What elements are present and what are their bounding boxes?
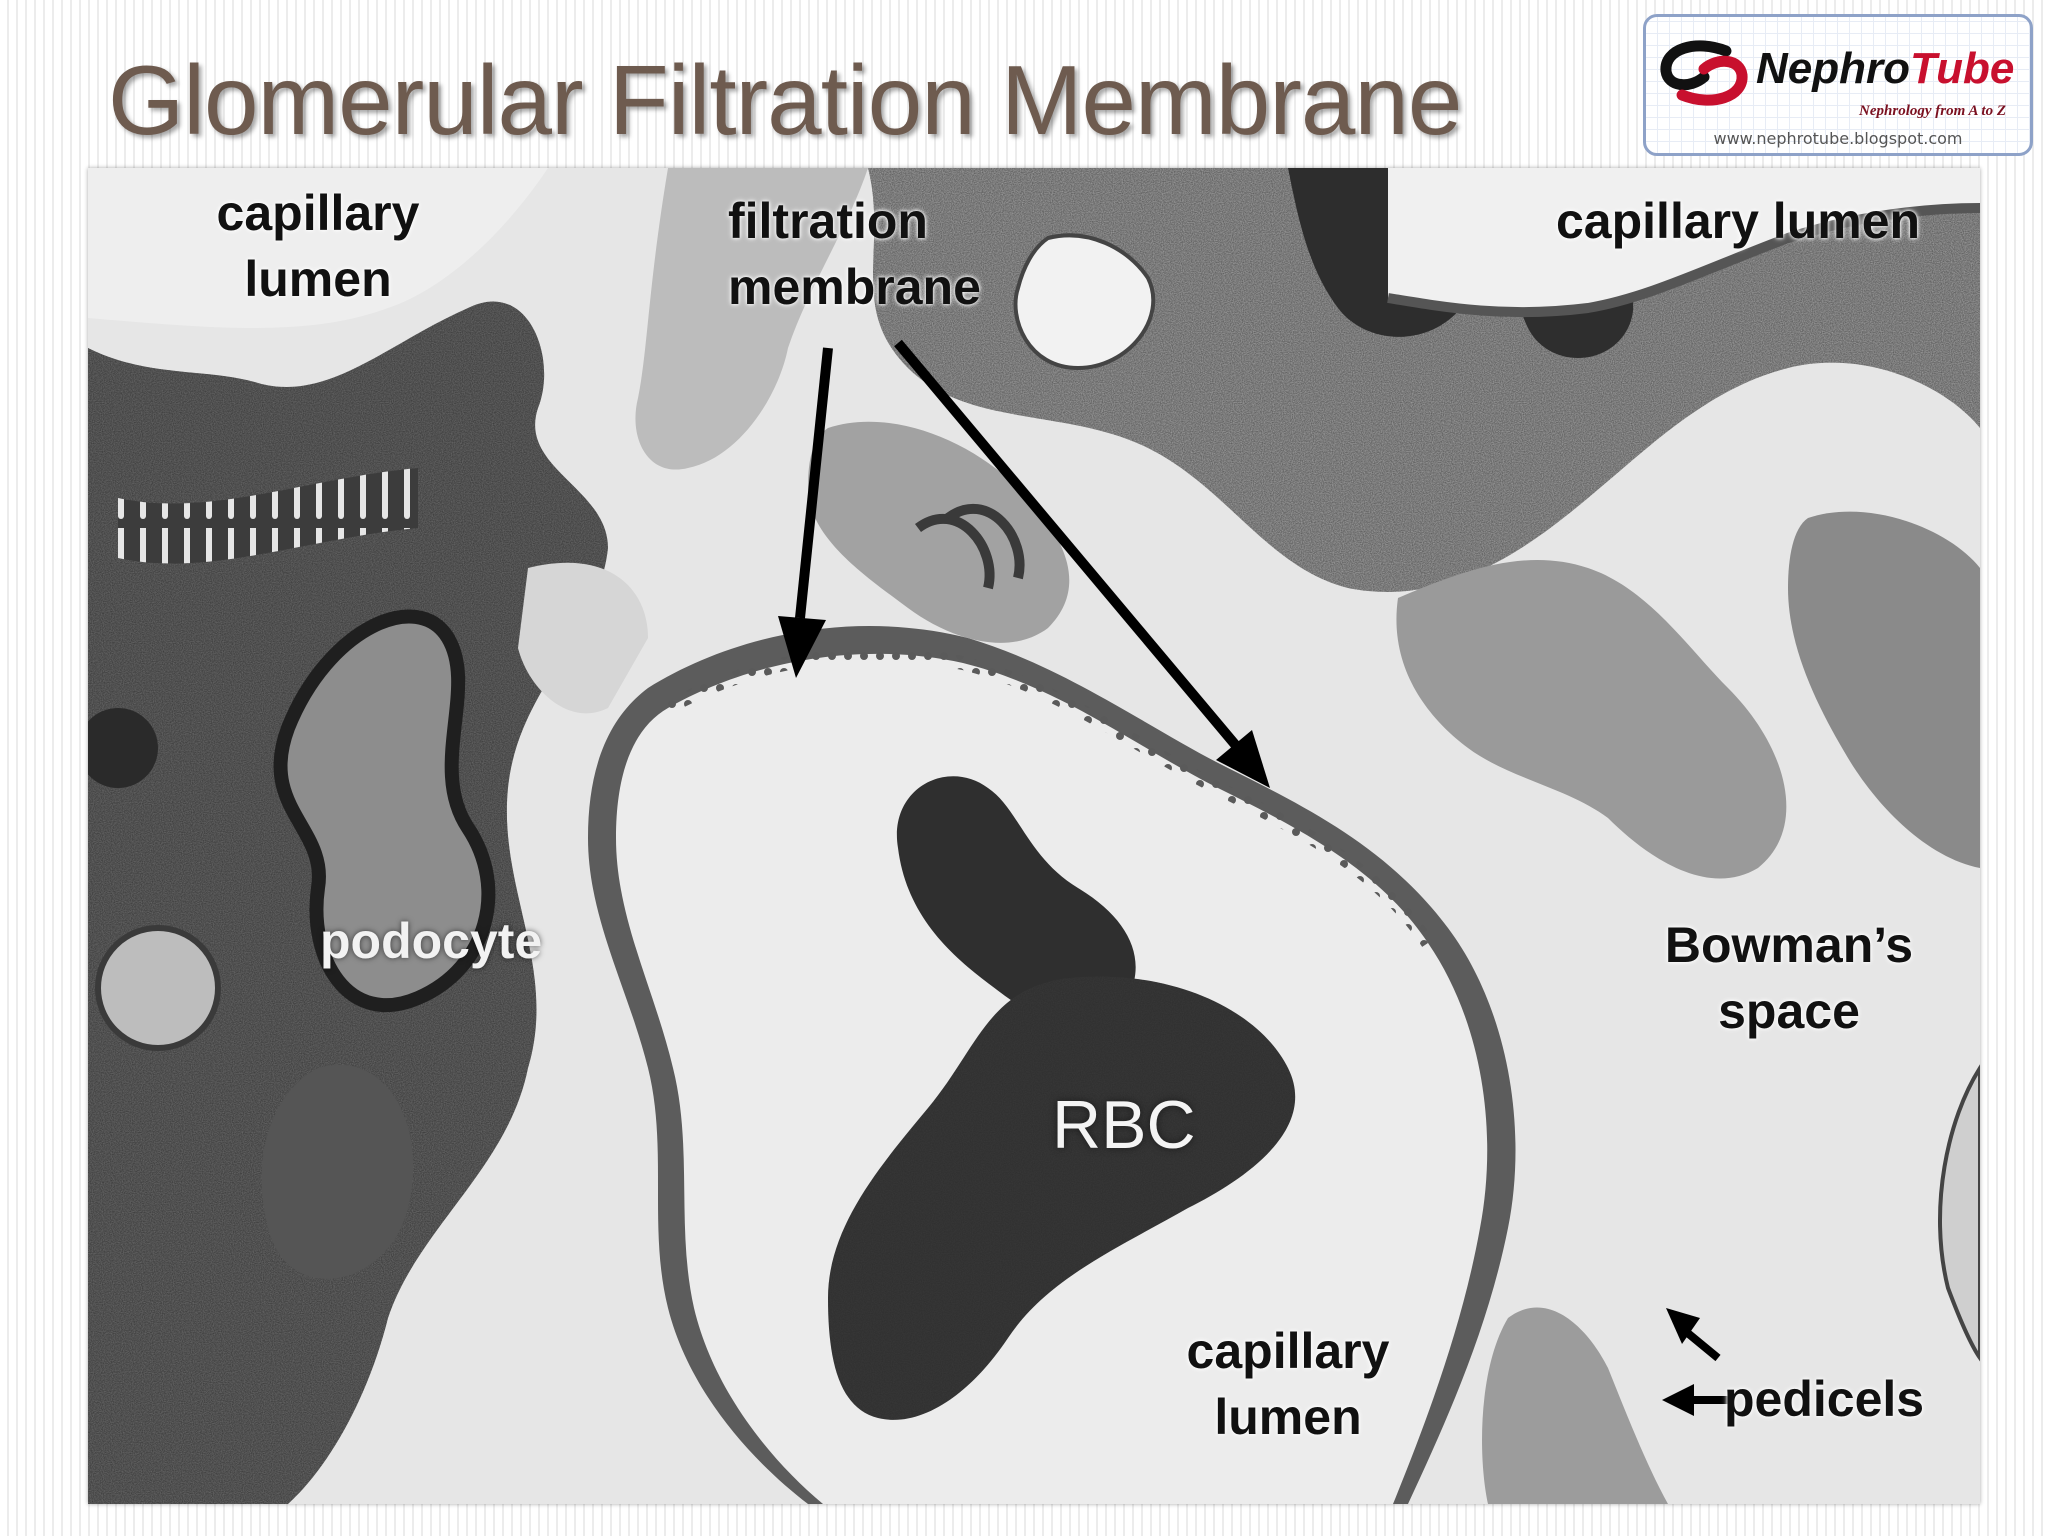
label-pedicels: pedicels <box>1724 1371 1925 1427</box>
logo-tagline: Nephrology from A to Z <box>1859 103 2006 119</box>
label-capillary-lumen-top-right: capillary lumen <box>1556 193 1921 249</box>
label-capillary-lumen-top-left: capillary lumen <box>188 180 448 312</box>
label-line: lumen <box>1214 1389 1362 1445</box>
pedicels-arrow-upper <box>1666 1308 1721 1362</box>
label-rbc: RBC <box>1052 1087 1196 1163</box>
label-filtration-membrane: filtration membrane <box>728 188 981 320</box>
logo-wordmark: NephroTube <box>1756 43 2014 95</box>
pedicels-arrow-lower <box>1662 1384 1728 1416</box>
label-bowmans-space: Bowman’s space <box>1644 912 1934 1044</box>
small-rbc <box>896 776 1136 1025</box>
podocyte-nucleus <box>273 609 496 1012</box>
label-podocyte: podocyte <box>320 913 543 969</box>
filtration-membrane-arrow-left <box>778 347 833 678</box>
nephrotube-logo: NephroTube Nephrology from A to Z www.ne… <box>1643 14 2033 156</box>
nephrotube-swirl-icon <box>1660 40 1748 106</box>
label-capillary-lumen-bottom: capillary lumen <box>1158 1318 1418 1450</box>
label-line: filtration <box>728 193 928 249</box>
filtration-membrane-arrow-right <box>894 339 1270 788</box>
label-line: capillary <box>1186 1323 1390 1379</box>
label-line: lumen <box>244 251 392 307</box>
slide-title: Glomerular Filtration Membrane <box>108 45 1462 155</box>
logo-name-nephro: Nephro <box>1756 44 1910 93</box>
electron-micrograph: capillary lumen filtration membrane capi… <box>88 168 1980 1504</box>
label-line: Bowman’s <box>1664 917 1914 973</box>
label-line: membrane <box>728 259 981 315</box>
logo-name-tube: Tube <box>1910 44 2015 93</box>
micrograph-image <box>88 168 1980 1504</box>
label-line: capillary <box>216 185 420 241</box>
label-line: space <box>1718 983 1860 1039</box>
logo-url: www.nephrotube.blogspot.com <box>1713 129 1963 148</box>
